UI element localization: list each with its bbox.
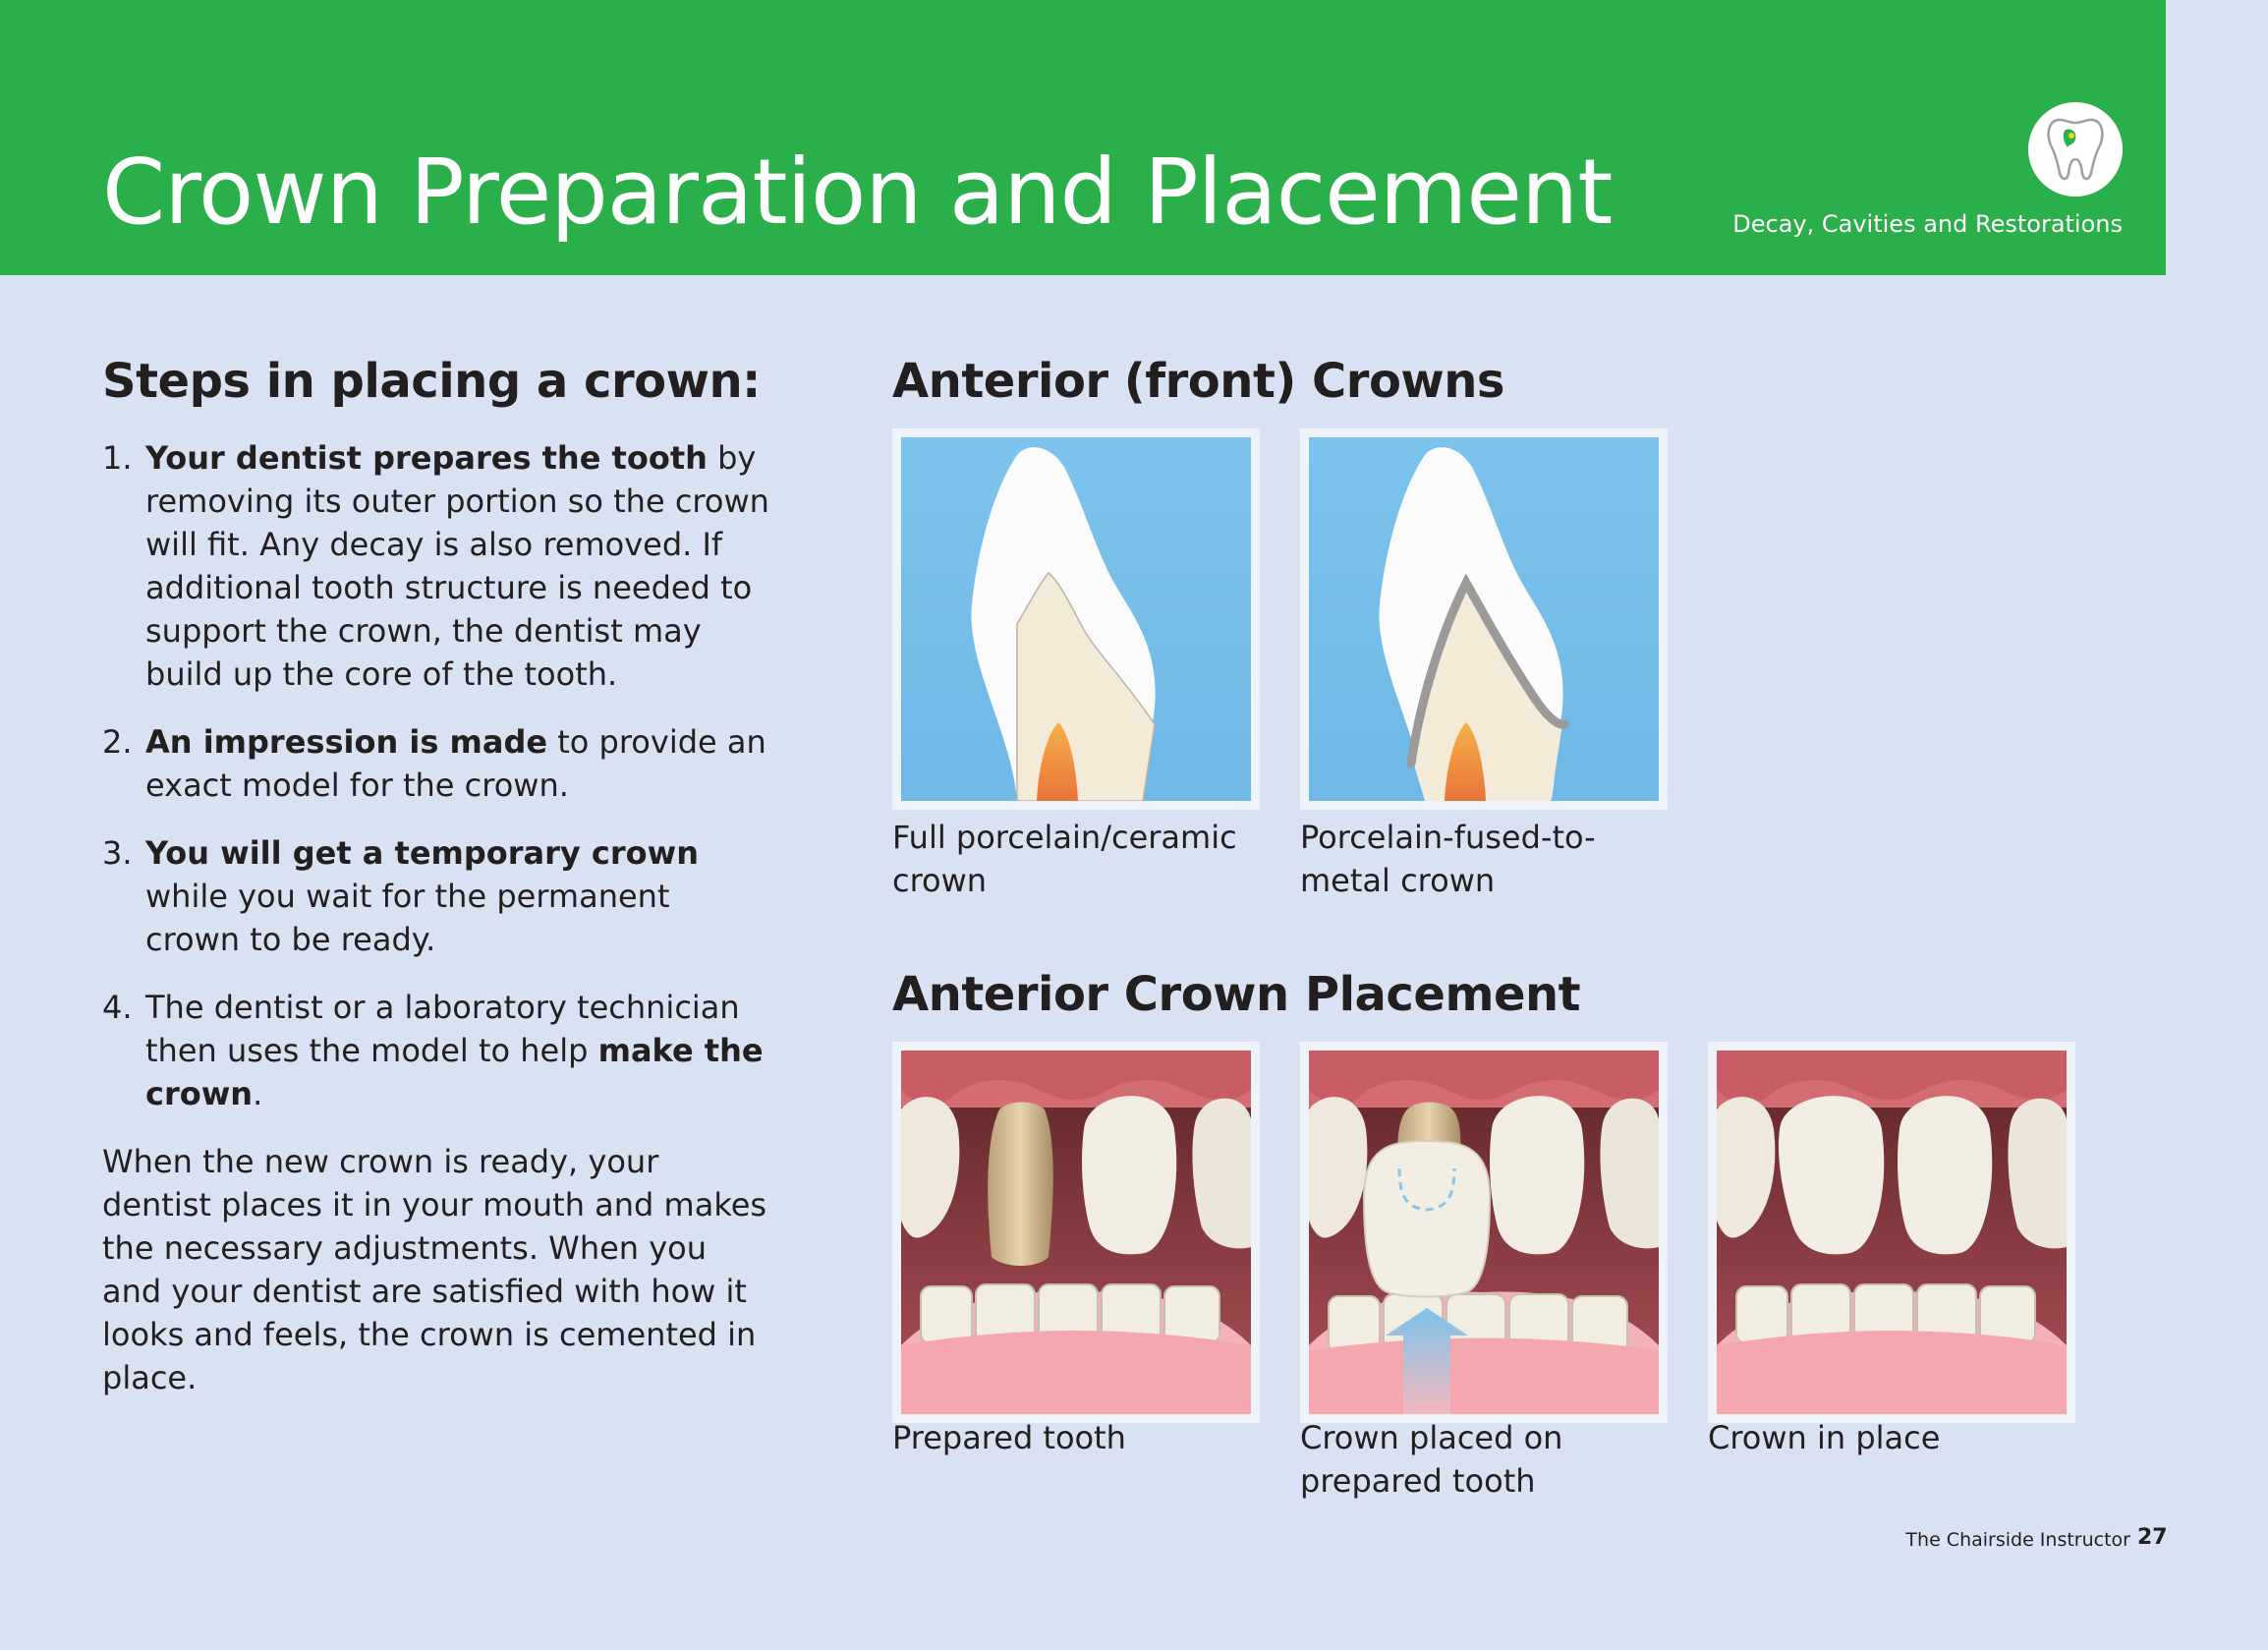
footer-publication: The Chairside Instructor [1905,1529,2130,1551]
step-number: 2. [102,722,133,761]
prepared-tooth-illustration [892,1042,1260,1423]
step-bold-text: An impression is made [145,722,548,761]
tooth-icon [2028,102,2123,197]
crown-in-place-illustration [1708,1042,2075,1423]
caption-crown-in-place: Crown in place [1708,1419,1941,1456]
steps-list: 1. Your dentist prepares the tooth by re… [102,436,770,1115]
step-text: by removing its outer portion so the cro… [145,438,769,693]
caption-prepared-tooth: Prepared tooth [892,1419,1126,1456]
full-porcelain-crown-illustration [892,428,1260,810]
outro-paragraph: When the new crown is ready, your dentis… [102,1142,767,1396]
step-text: The dentist or a laboratory technician t… [145,988,740,1069]
steps-heading: Steps in placing a crown: [102,354,761,409]
caption-crown-placed: Crown placed on prepared tooth [1300,1419,1563,1500]
porcelain-fused-to-metal-crown-illustration [1300,428,1668,810]
step-bold-text: You will get a temporary crown [145,833,699,872]
caption-porcelain-fused-to-metal: Porcelain-fused-to-metal crown [1300,819,1596,899]
page-title: Crown Preparation and Placement [102,140,1613,245]
step-number: 1. [102,438,133,477]
step-bold-text: make the crown [145,1031,764,1112]
caption-full-porcelain: Full porcelain/ceramic crown [892,819,1237,899]
header-banner: Crown Preparation and Placement Decay, C… [0,0,2166,275]
step-item: 4. The dentist or a laboratory technicia… [102,986,770,1115]
steps-column: Steps in placing a crown: 1. Your dentis… [102,354,770,1399]
anterior-crowns-heading: Anterior (front) Crowns [892,354,1505,409]
page-number: 27 [2137,1525,2168,1550]
step-number: 3. [102,833,133,872]
step-text: . [253,1074,263,1112]
section-label: Decay, Cavities and Restorations [1732,210,2123,238]
crown-placement-heading: Anterior Crown Placement [892,967,1581,1022]
crown-placed-on-prepared-tooth-illustration [1300,1042,1668,1423]
step-number: 4. [102,988,133,1026]
step-text: while you wait for the permanent crown t… [145,877,670,958]
step-item: 3. You will get a temporary crown while … [102,831,770,961]
step-item: 1. Your dentist prepares the tooth by re… [102,436,770,696]
step-item: 2. An impression is made to provide an e… [102,720,770,807]
step-bold-text: Your dentist prepares the tooth [145,438,708,477]
step-text: to provide an exact model for the crown. [145,722,766,804]
